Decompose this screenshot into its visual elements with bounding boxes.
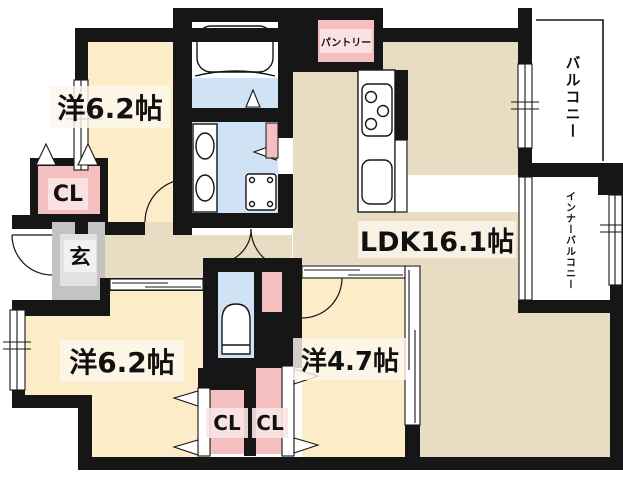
wall — [254, 312, 288, 358]
wall — [100, 278, 208, 291]
kitchen-counter — [357, 69, 396, 213]
room-bath-floor — [192, 78, 278, 108]
wall — [192, 108, 278, 122]
wall — [518, 163, 612, 177]
label-closet-left: CL — [206, 408, 248, 438]
stove — [361, 83, 393, 137]
wall — [518, 300, 612, 313]
label-balcony: バルコニー — [563, 55, 582, 140]
label-inner-balcony: インナーバルコニー — [563, 191, 575, 290]
hallway-door-gap — [145, 222, 173, 235]
wall — [393, 70, 408, 140]
label-pantry: パントリー — [320, 29, 372, 53]
room-ldk — [383, 42, 518, 72]
wall — [203, 265, 218, 372]
storage-box — [262, 272, 282, 312]
room-washroom — [192, 122, 278, 213]
wall — [518, 8, 532, 177]
kitchen-sink — [361, 159, 393, 205]
wall — [610, 163, 623, 470]
label-bedroom-top: 洋6.2帖 — [50, 86, 170, 128]
room-toilet — [218, 272, 254, 358]
room-ldk — [420, 265, 520, 313]
wall — [598, 177, 612, 195]
hallway — [105, 235, 203, 278]
wall — [173, 8, 192, 235]
room-ldk — [408, 72, 518, 175]
wall — [78, 395, 92, 470]
label-bedroom-bottom: 洋6.2帖 — [60, 340, 184, 382]
wall — [12, 395, 92, 408]
room-ldk — [293, 72, 358, 215]
wall — [173, 213, 293, 228]
wall — [173, 8, 293, 22]
label-bedroom-small: 洋4.7帖 — [293, 338, 407, 380]
wall — [105, 222, 145, 235]
wall — [12, 300, 25, 408]
wall — [12, 215, 52, 229]
wall — [278, 8, 293, 228]
inner-balcony — [532, 177, 610, 300]
wall — [405, 425, 420, 457]
room-bedroom-bottom — [85, 316, 203, 457]
label-ldk: LDK16.1帖 — [358, 221, 516, 258]
room-ldk — [420, 313, 610, 457]
wall — [100, 278, 110, 316]
wall — [18, 300, 110, 316]
label-closet-top: CL — [48, 178, 88, 210]
hallway — [203, 235, 292, 258]
wall — [78, 457, 612, 470]
room-bedroom-bottom — [110, 291, 203, 316]
wall — [198, 368, 244, 390]
label-entry: 玄 — [64, 240, 96, 272]
label-closet-right: CL — [252, 408, 288, 438]
